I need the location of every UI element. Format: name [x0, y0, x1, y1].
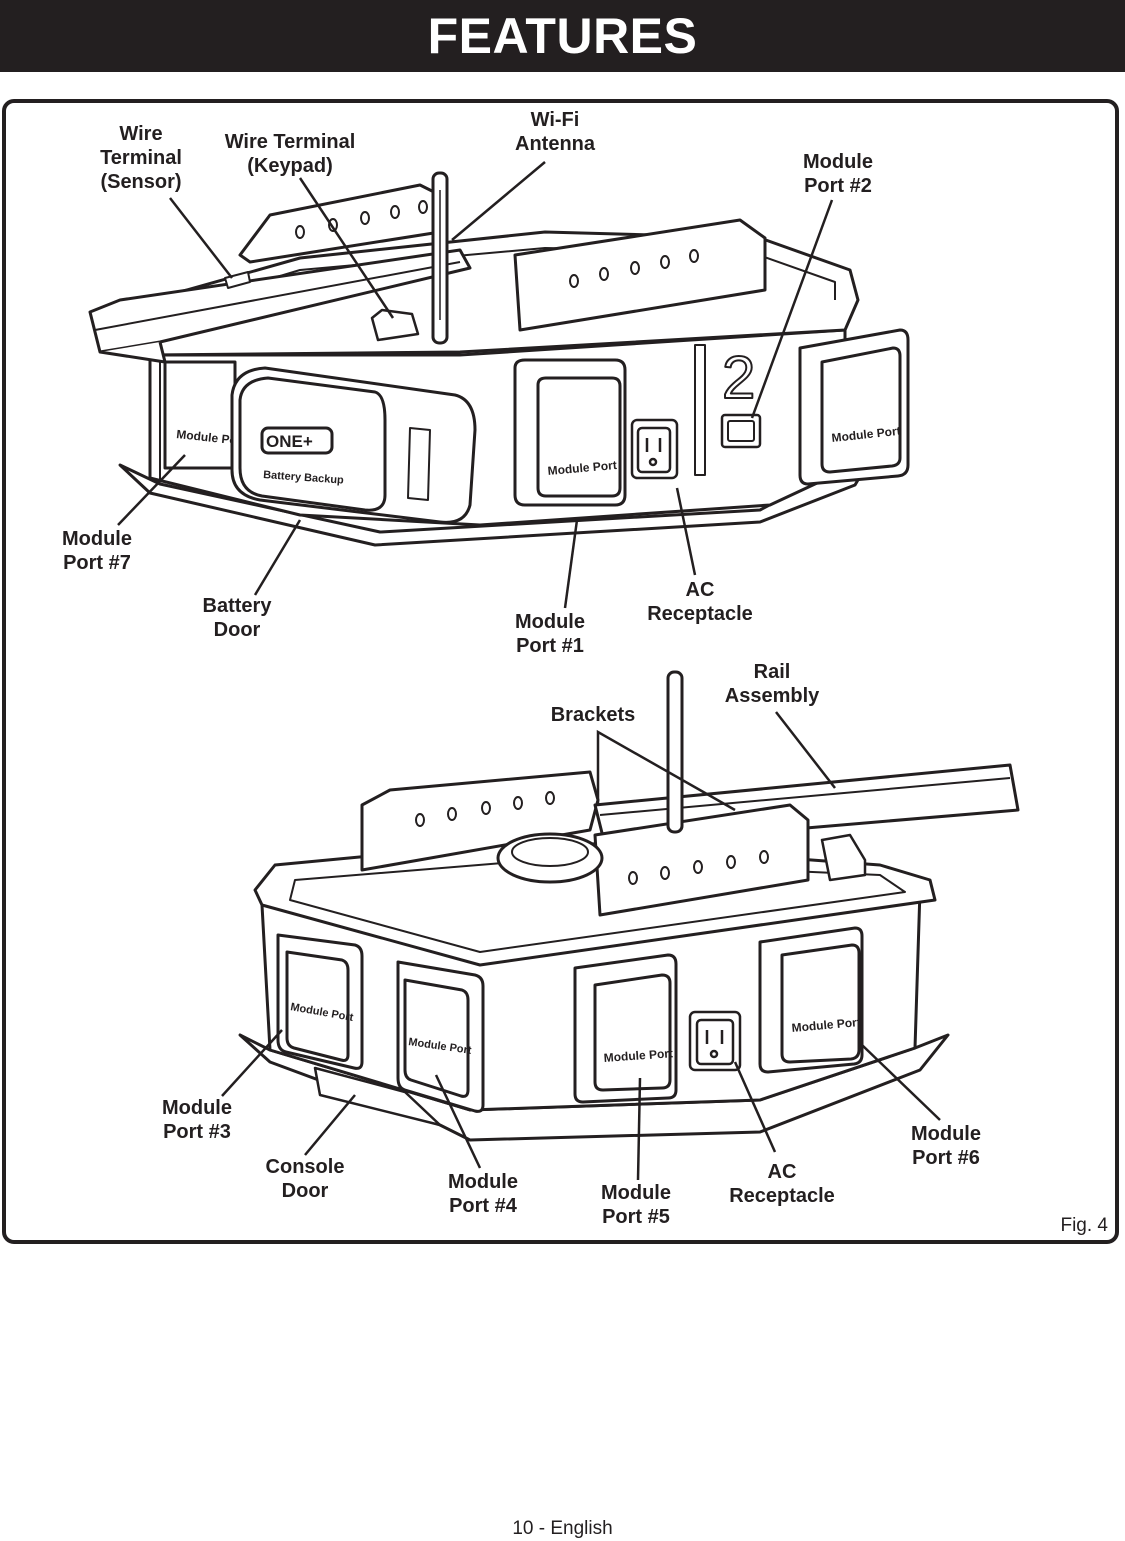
leader-console-door: [304, 1094, 356, 1156]
leader-module-port-7: [117, 454, 186, 526]
console-door: [313, 1066, 442, 1127]
label-wire-terminal-sensor: Wire Terminal (Sensor): [100, 123, 182, 193]
label-module-port-6: Module Port #6: [911, 1123, 981, 1169]
module-port-3-cover: Module Port: [276, 933, 364, 1070]
leader-lines: [117, 161, 941, 1181]
label-wire-terminal-keypad: Wire Terminal (Keypad): [224, 131, 356, 177]
label-console-door: Console Door: [265, 1156, 345, 1202]
label-battery-door: Battery Door: [202, 595, 272, 641]
leader-wire-terminal-keypad: [298, 177, 395, 319]
leader-rail-assembly: [775, 711, 836, 789]
leader-module-port-6: [861, 1044, 941, 1121]
page-title: FEATURES: [427, 8, 698, 64]
module-port-6-text: Module Port: [791, 1015, 861, 1035]
module-port-5-cover: Module Port: [573, 953, 678, 1104]
top-front-bracket-holes: [569, 249, 699, 288]
figure-number: Fig. 4: [1060, 1215, 1108, 1236]
bottom-front-bracket: [593, 803, 810, 917]
module-port-2-cover: Module Port: [798, 328, 910, 486]
top-bracket-holes: [295, 200, 428, 239]
bottom-front-bracket-holes: [628, 850, 769, 885]
label-module-port-3: Module Port #3: [162, 1097, 232, 1143]
leader-module-port-3: [221, 1029, 283, 1097]
module-port-5-text: Module Port: [603, 1046, 673, 1065]
label-module-port-7: Module Port #7: [62, 528, 132, 574]
leader-wire-terminal-sensor: [169, 197, 233, 279]
label-wifi-antenna: Wi-Fi Antenna: [515, 109, 595, 155]
bottom-bracket-holes: [415, 791, 555, 827]
battery-brand-text: ONE+: [266, 432, 313, 451]
label-ac-receptacle-top: AC Receptacle: [647, 579, 753, 625]
battery-backup-text: Battery Backup: [263, 469, 345, 487]
label-rail-assembly: Rail Assembly: [724, 661, 820, 707]
ac-receptacle-bottom: [688, 1010, 742, 1072]
figure-frame: [2, 99, 1119, 1244]
leader-brackets: [596, 729, 736, 812]
leader-battery-door: [253, 519, 302, 596]
leader-wifi-antenna: [451, 161, 546, 241]
label-module-port-1: Module Port #1: [515, 611, 585, 657]
module-port-1-text: Module Port: [547, 458, 617, 478]
label-brackets: Brackets: [550, 704, 636, 726]
label-module-port-4: Module Port #4: [448, 1171, 518, 1217]
leader-module-port-5: [636, 1077, 642, 1181]
bottom-unit: Module Port Module Port Module Port: [238, 670, 1020, 1142]
battery-door: ONE+ Battery Backup: [230, 366, 477, 524]
ac-receptacle-top: [630, 418, 679, 480]
top-unit: Module Port ONE+ Battery Backup Module P…: [88, 171, 910, 547]
top-front-bracket: [513, 218, 767, 332]
leader-module-port-2: [750, 199, 834, 419]
leader-module-port-4: [434, 1074, 482, 1169]
keypad-terminal: [370, 308, 420, 342]
label-module-port-2: Module Port #2: [803, 151, 873, 197]
module-port-1-cover: Module Port: [513, 358, 627, 507]
module-port-6-cover: Module Port: [758, 926, 864, 1074]
bottom-wifi-antenna: [666, 670, 684, 834]
page-footer: 10 - English: [512, 1518, 613, 1539]
sensor-terminal: [224, 271, 251, 289]
port-number-2: 2: [722, 344, 755, 411]
label-ac-receptacle-bottom: AC Receptacle: [729, 1161, 835, 1207]
leader-module-port-1: [563, 519, 579, 609]
page-header: FEATURES: [0, 0, 1125, 72]
leader-ac-receptacle-top: [675, 487, 697, 576]
module-port-7-cover: [163, 360, 237, 470]
label-module-port-5: Module Port #5: [601, 1182, 671, 1228]
leader-ac-receptacle-bottom: [733, 1061, 777, 1153]
module-port-4-cover: Module Port: [396, 960, 485, 1113]
